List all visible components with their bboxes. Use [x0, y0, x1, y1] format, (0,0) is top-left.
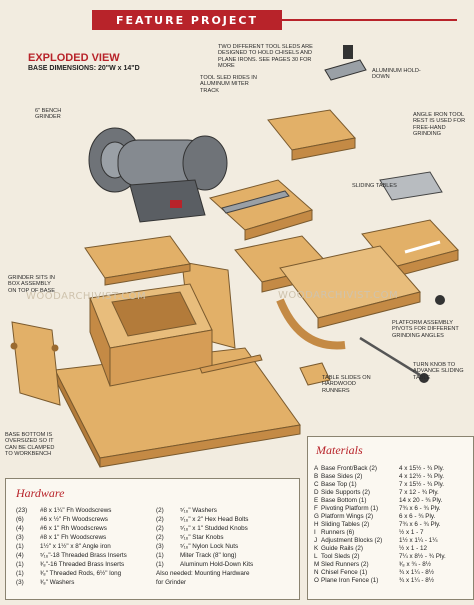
watermark-left: WOODARCHIVIST.COM: [26, 291, 147, 302]
hardware-row: (2)⁵⁄₁₆" x 1" Studded Knobs: [156, 525, 248, 532]
callout-runners: TABLE SLIDES ON HARDWOOD RUNNERS: [322, 375, 371, 394]
watermark-right: WOODARCHIVIST.COM: [278, 290, 399, 301]
adjustment-block: [299, 362, 331, 386]
threaded-rod: [359, 336, 429, 383]
tool-sled-upper: [267, 109, 356, 161]
hardware-row: (1)³⁄₈"-16 Threaded Brass Inserts: [16, 561, 125, 568]
hardware-row: (1)1½" x 1½" x 8" Angle iron: [16, 543, 111, 550]
side-support-left: [11, 321, 61, 406]
callout-turn-knob: TURN KNOB TO ADVANCE SLIDING TABLE: [413, 362, 464, 381]
hardware-row: (3)#8 x 1" Fh Woodscrews: [16, 534, 107, 541]
callout-platform-assembly: PLATFORM ASSEMBLY PIVOTS FOR DIFFERENT G…: [392, 320, 459, 339]
callout-angle-iron: ANGLE IRON TOOL REST IS USED FOR FREE-HA…: [413, 112, 466, 138]
hardware-row: (23)#8 x 1¼" Fh Woodscrews: [16, 507, 112, 514]
banner-text: FEATURE PROJECT: [115, 13, 258, 27]
hardware-row: (2)⁵⁄₁₆" Star Knobs: [156, 534, 224, 541]
exploded-view-illustration: [10, 45, 459, 468]
brass-insert-2: [51, 344, 59, 352]
callout-tool-sleds: TWO DIFFERENT TOOL SLEDS ARE DESIGNED TO…: [218, 44, 313, 70]
materials-title: Materials: [316, 443, 363, 457]
hardware-row: (4)⁵⁄₁₆"-18 Threaded Brass Inserts: [16, 552, 127, 559]
pivoting-platform: [276, 245, 421, 350]
hardware-panel: Hardware (23)#8 x 1¼" Fh Woodscrews (6)#…: [5, 478, 300, 600]
bench-grinder: [88, 127, 228, 223]
callout-grinder-box: GRINDER SITS IN BOX ASSEMBLY ON TOP OF B…: [8, 275, 55, 294]
callout-sliding-tables: SLIDING TABLES: [352, 183, 397, 189]
callout-miter-track: TOOL SLED RIDES IN ALUMINUM MITER TRACK: [200, 75, 257, 94]
hardware-row: (3)³⁄₈" Washers: [16, 579, 75, 586]
hardware-row: (1)Miter Track (8" long): [156, 552, 237, 559]
star-knob: [435, 295, 445, 305]
hardware-row: (4)#6 x 1" Rh Woodscrews: [16, 525, 107, 532]
callout-aluminum-hold-down: ALUMINUM HOLD-DOWN: [372, 68, 421, 81]
hardware-note: Also needed: Mounting Hardware: [156, 570, 250, 577]
hardware-row: (6)#6 x ½" Fh Woodscrews: [16, 516, 108, 523]
hardware-row: (2)⁵⁄₁₆" Washers: [156, 507, 217, 514]
hardware-row: (3)⁵⁄₁₆" Nylon Lock Nuts: [156, 543, 239, 550]
exploded-view-title: EXPLODED VIEW: [28, 52, 120, 64]
brass-insert: [10, 342, 18, 350]
base-dimensions: BASE DIMENSIONS: 20"W x 14"D: [28, 65, 140, 72]
hardware-title: Hardware: [16, 486, 65, 500]
base-top: [84, 235, 191, 286]
angle-iron: [379, 171, 443, 201]
hardware-row: (1)Aluminum Hold-Down Kits: [156, 561, 254, 568]
hardware-row: (2)⁵⁄₁₆" x 2" Hex Head Bolts: [156, 516, 249, 523]
callout-base-bottom: BASE BOTTOM IS OVERSIZED SO IT CAN BE CL…: [5, 432, 55, 458]
base-box: [89, 283, 213, 387]
aluminum-hold-down: [324, 45, 367, 81]
hardware-note: for Grinder: [156, 579, 187, 586]
hardwood-runners: [199, 354, 263, 374]
hardware-row: (1)³⁄₈" Threaded Rods, 6½" long: [16, 570, 122, 577]
feature-project-banner: FEATURE PROJECT: [92, 10, 282, 30]
tool-sled-lower: [208, 179, 314, 241]
banner-rule: [282, 19, 457, 21]
callout-bench-grinder: 6" BENCH GRINDER: [35, 108, 62, 121]
